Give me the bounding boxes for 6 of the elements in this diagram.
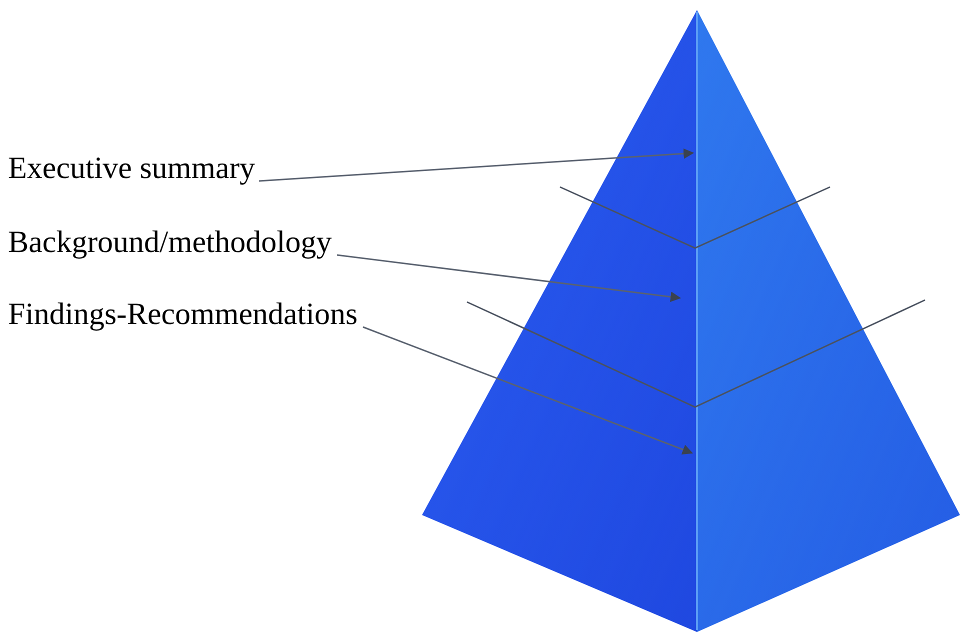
leader-arrow (258, 148, 694, 182)
layer-label: Findings-Recommendations (8, 296, 359, 332)
leader-arrow (362, 326, 693, 455)
leader-arrow (336, 254, 682, 302)
layer-label: Executive summary (8, 150, 256, 186)
layer-label: Background/methodology (8, 224, 333, 260)
